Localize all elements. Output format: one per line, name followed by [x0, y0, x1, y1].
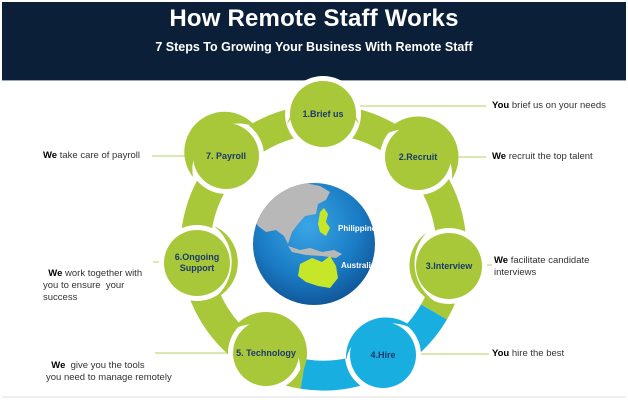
step-label-6b: Support: [180, 263, 215, 273]
step-circle-7: [193, 123, 259, 189]
step-circle-4: [350, 322, 416, 388]
step-description-2: We recruit the top talent: [492, 151, 593, 162]
step-description-3: We facilitate candidate interviews: [494, 255, 590, 278]
philippines-landmass: [318, 208, 330, 236]
step-circles: [164, 81, 482, 388]
step-description-1: You brief us on your needs: [492, 100, 606, 111]
step-label-7: 7. Payroll: [206, 151, 246, 161]
step-circle-6: [164, 230, 230, 296]
step-subject-5: We: [51, 360, 66, 371]
step-subject-1: You: [492, 100, 510, 111]
header-banner: How Remote Staff Works 7 Steps To Growin…: [2, 2, 626, 81]
step-labels: 1.Brief us 2.Recruit 3.Interview 4.Hire …: [175, 109, 474, 360]
step-subject-7: We: [43, 150, 58, 161]
bottom-divider: [2, 396, 626, 398]
step-subject-2: We: [492, 151, 507, 162]
step-label-4: 4.Hire: [370, 350, 395, 360]
step-description-7: We take care of payroll: [43, 150, 140, 161]
step-subject-4: You: [492, 348, 510, 359]
page-subtitle: 7 Steps To Growing Your Business With Re…: [155, 40, 473, 54]
step-subject-3: We: [494, 255, 509, 266]
page-title: How Remote Staff Works: [169, 5, 459, 32]
step-circle-3: [416, 233, 482, 299]
step-label-2: 2.Recruit: [399, 152, 438, 162]
step-label-6a: 6.Ongoing: [175, 252, 220, 262]
step-label-3: 3.Interview: [426, 261, 474, 271]
step-circle-1: [290, 81, 356, 147]
step-description-4: You hire the best: [492, 348, 565, 359]
step-label-1: 1.Brief us: [302, 109, 343, 119]
ring-band-green: [180, 104, 467, 389]
step-label-5: 5. Technology: [236, 348, 296, 358]
australia-landmass: [298, 256, 338, 288]
indonesia-islands: [288, 246, 342, 258]
globe-label-philippines: Philippines: [338, 224, 381, 233]
step-circle-2: [385, 124, 451, 190]
globe-label-australia: Australia: [341, 261, 376, 270]
step-circle-5: [233, 320, 299, 386]
step-subject-6: We: [48, 268, 63, 279]
globe: Philippines Australia: [253, 183, 381, 305]
